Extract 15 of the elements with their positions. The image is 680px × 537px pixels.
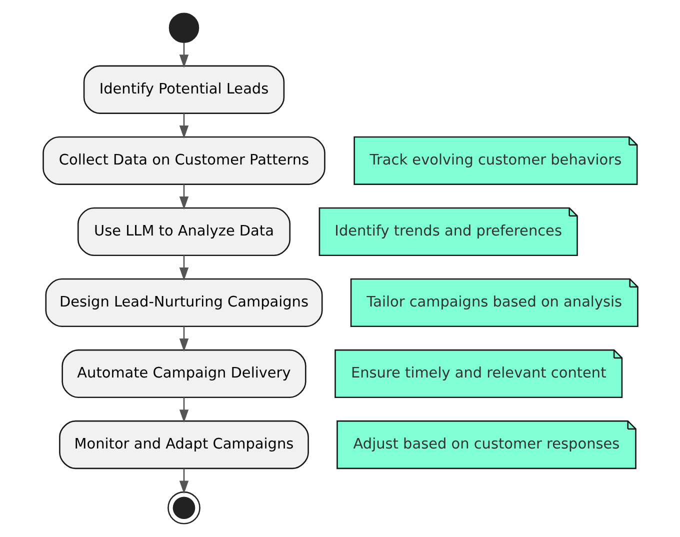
arrow	[178, 255, 188, 281]
node-box: Monitor and Adapt Campaigns	[58, 420, 308, 470]
node-box: Automate Campaign Delivery	[61, 349, 306, 398]
node-bullseye	[167, 491, 200, 524]
arrow	[178, 326, 188, 352]
arrow	[178, 468, 188, 494]
node-box: Identify Potential Leads	[82, 65, 284, 114]
node-box: Design Lead-Nurturing Campaigns	[44, 278, 322, 328]
arrow	[178, 184, 188, 210]
arrow	[178, 397, 188, 423]
arrow	[178, 42, 188, 68]
arrow	[178, 113, 188, 139]
node-box: Collect Data on Customer Patterns	[42, 136, 325, 185]
node-circle	[168, 12, 199, 43]
node-box: Use LLM to Analyze Data	[76, 207, 290, 256]
